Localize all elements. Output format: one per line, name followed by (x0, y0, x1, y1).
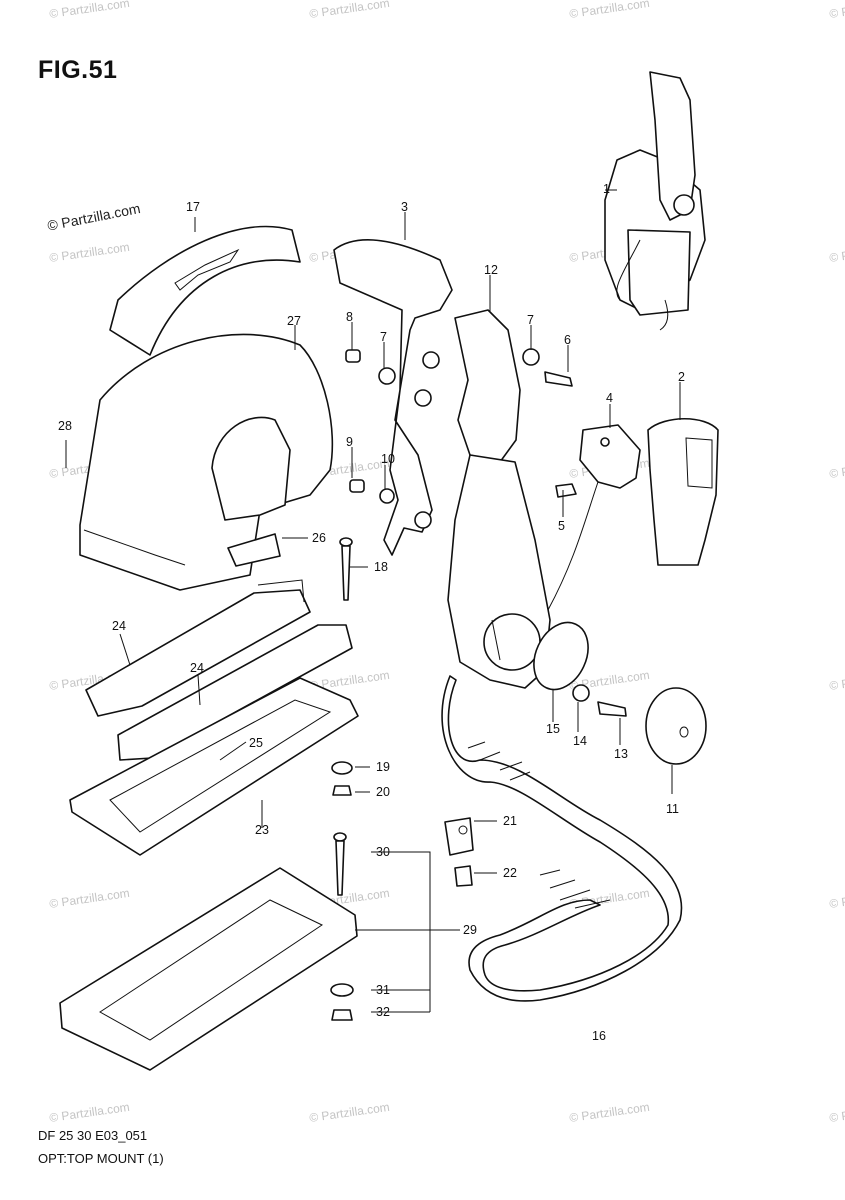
partzilla-watermark: © Partzilla.com (828, 886, 845, 911)
callout-label-18: 18 (374, 560, 388, 574)
partzilla-watermark: © Partzilla.com (48, 240, 130, 265)
callout-label-26: 26 (312, 531, 326, 545)
partzilla-watermark: © Partzilla.com (308, 1100, 390, 1125)
callout-label-13: 13 (614, 747, 628, 761)
footer-caption: OPT:TOP MOUNT (1) (38, 1151, 164, 1166)
callout-label-7: 7 (380, 330, 387, 344)
spacer-gasket-part (59, 867, 358, 1071)
callout-label-4: 4 (606, 391, 613, 405)
callout-label-23: 23 (255, 823, 269, 837)
callout-label-1: 1 (603, 182, 610, 196)
callout-label-32: 32 (376, 1005, 390, 1019)
connector-clips-part (444, 817, 474, 887)
callout-label-24: 24 (190, 661, 204, 675)
lever-arm-part (333, 239, 453, 556)
callout-label-2: 2 (678, 370, 685, 384)
mounting-brackets-part (85, 533, 353, 769)
base-plate-part (69, 677, 359, 856)
callout-label-17: 17 (186, 200, 200, 214)
callout-label-31: 31 (376, 983, 390, 997)
wiring-harness-part (441, 675, 683, 1002)
callout-label-6: 6 (564, 333, 571, 347)
callout-label-25: 25 (249, 736, 263, 750)
callout-label-10: 10 (381, 452, 395, 466)
callout-label-5: 5 (558, 519, 565, 533)
partzilla-watermark: © Partzilla.com (48, 0, 130, 21)
long-bolt-part (339, 537, 353, 601)
callout-label-21: 21 (503, 814, 517, 828)
partzilla-watermark: © Partzilla.com (48, 1100, 130, 1125)
callout-label-29: 29 (463, 923, 477, 937)
callout-label-20: 20 (376, 785, 390, 799)
callout-label-16: 16 (592, 1029, 606, 1043)
bolt-washer-nut-lower (330, 832, 354, 1021)
callout-label-9: 9 (346, 435, 353, 449)
partzilla-watermark: © Partzilla.com (828, 0, 845, 21)
remote-control-lever-part (604, 71, 706, 331)
callout-label-7: 7 (527, 313, 534, 327)
partzilla-watermark: © Partzilla.com (568, 1100, 650, 1125)
partzilla-watermark: © Partzilla.com (828, 668, 845, 693)
callout-label-27: 27 (287, 314, 301, 328)
callout-label-28: 28 (58, 419, 72, 433)
partzilla-watermark: © Partzilla.com (828, 456, 845, 481)
callout-label-22: 22 (503, 866, 517, 880)
fasteners-upper (345, 348, 573, 504)
callout-label-3: 3 (401, 200, 408, 214)
grip-handle-part (647, 417, 719, 566)
callout-label-11: 11 (666, 802, 679, 816)
partzilla-watermark: © Partzilla.com (568, 0, 650, 21)
knob-and-disc-parts (533, 621, 707, 765)
callout-label-15: 15 (546, 722, 560, 736)
partzilla-watermark: © Partzilla.com (308, 0, 390, 21)
callout-labels: 1234567789101112131415161718192021222324… (58, 182, 685, 1043)
callout-label-19: 19 (376, 760, 390, 774)
partzilla-watermark: © Partzilla.com (828, 1100, 845, 1125)
callout-label-24: 24 (112, 619, 126, 633)
callout-label-12: 12 (484, 263, 498, 277)
safety-switch-part (547, 424, 641, 611)
figure-title: FIG.51 (38, 56, 118, 84)
cover-cap-part (109, 225, 301, 356)
lever-body-part (447, 309, 551, 689)
washer-and-nut-upper (331, 761, 353, 796)
callout-label-30: 30 (376, 845, 390, 859)
callouts (65, 189, 681, 1013)
partzilla-watermark: © Partzilla.com (828, 240, 845, 265)
main-housing-part (79, 333, 334, 591)
callout-label-8: 8 (346, 310, 353, 324)
footer-code: DF 25 30 E03_051 (38, 1128, 148, 1143)
partzilla-watermark: © Partzilla.com (48, 886, 130, 911)
callout-label-14: 14 (573, 734, 587, 748)
